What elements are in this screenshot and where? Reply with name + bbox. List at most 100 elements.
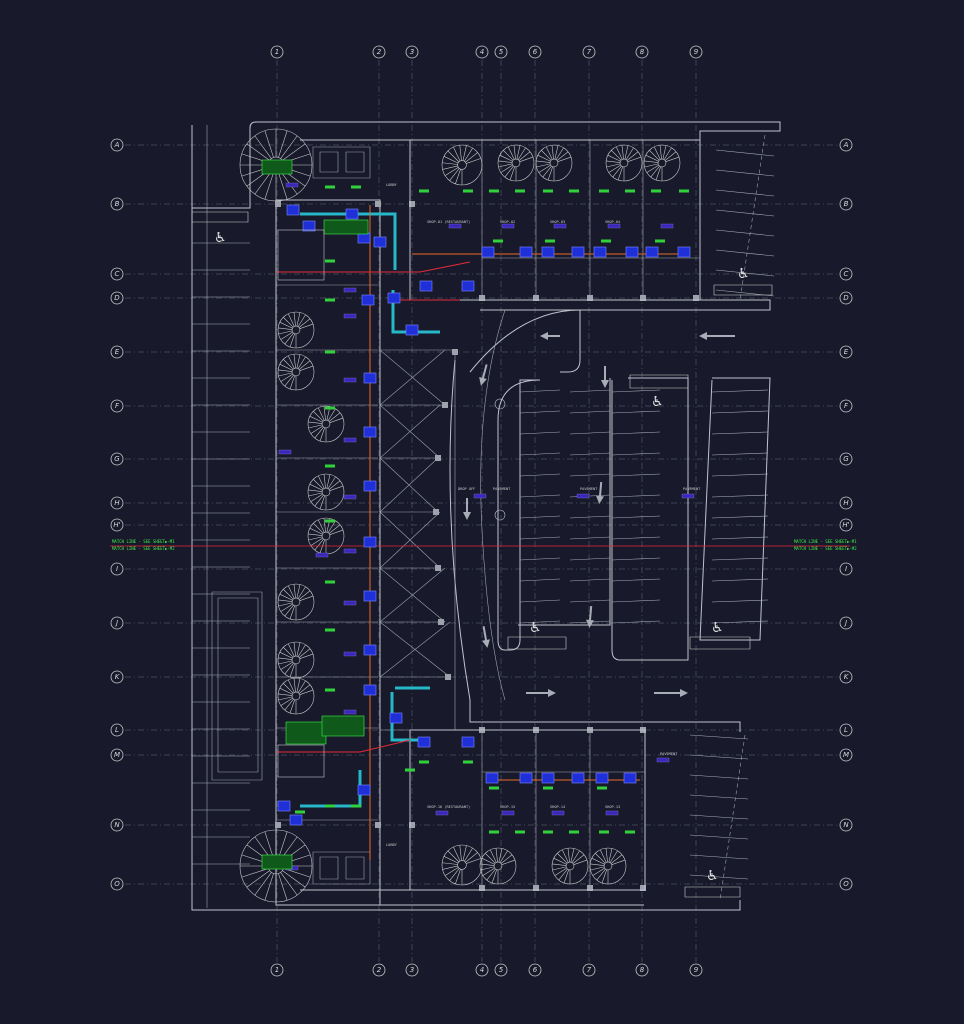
air-diffuser	[493, 239, 503, 243]
grid-label-col: 7	[587, 48, 592, 56]
column-icon	[409, 201, 415, 207]
grid-bubble-row: F	[839, 399, 853, 413]
grid-label-row: G	[843, 455, 849, 463]
grid-bubble-col: 7	[582, 963, 596, 977]
air-diffuser	[489, 786, 499, 790]
air-diffuser	[463, 760, 473, 764]
spiral-stair-icon	[277, 641, 315, 679]
grid-label-row: I	[845, 565, 847, 573]
pavement-label-1: PAVEMENT	[493, 487, 511, 491]
parking-stall-line	[519, 578, 561, 582]
parking-stall-line	[711, 536, 769, 540]
air-diffuser	[543, 786, 553, 790]
air-diffuser	[295, 810, 305, 814]
match-line-label-left-1: MATCH LINE - SEE SHEET▶-M1	[112, 539, 175, 544]
hvac-unit	[405, 324, 419, 336]
air-diffuser	[325, 406, 335, 410]
parking-stall-line	[611, 389, 661, 393]
wheelchair-icon: ♿	[529, 620, 542, 636]
hvac-unit	[357, 232, 371, 244]
equipment-tag	[551, 810, 565, 816]
parking-stalls-right	[689, 134, 775, 901]
grid-bubble-row: C	[110, 267, 124, 281]
column-icon	[275, 822, 281, 828]
equipment-tag	[343, 313, 357, 319]
parking-stall-line	[569, 536, 611, 540]
equipment-tag	[278, 449, 292, 455]
drop-off-label: DROP OFF	[458, 487, 475, 491]
grid-bubble-col: 3	[405, 963, 419, 977]
grid-bubble-row: O	[839, 877, 853, 891]
traffic-arrow-icon	[540, 332, 560, 340]
parking-stall-line	[689, 794, 749, 800]
equipment-tag	[343, 287, 357, 293]
traffic-arrow-icon	[479, 364, 488, 386]
equipment-tag	[501, 810, 515, 816]
air-diffuser	[543, 189, 553, 193]
grid-label-col: 3	[410, 48, 414, 56]
traffic-arrows	[463, 332, 735, 697]
lobby-label-top: LOBBY	[386, 183, 398, 187]
hvac-unit	[363, 684, 377, 696]
parking-stall-line	[715, 289, 775, 297]
grid-label-row: A	[843, 141, 849, 149]
parking-stall-line	[715, 189, 775, 197]
column-icon	[445, 674, 451, 680]
parking-stalls-inner	[519, 389, 769, 624]
parking-stall-line	[689, 834, 749, 840]
equipment-tag	[576, 493, 590, 499]
spiral-stair-icon	[239, 128, 313, 202]
air-diffuser	[489, 830, 499, 834]
grid-label-col: 6	[533, 966, 538, 974]
equipment-tag	[285, 182, 299, 188]
equipment-tag	[553, 223, 567, 229]
parking-stall-line	[569, 599, 611, 603]
hvac-unit	[357, 784, 371, 796]
hvac-unit	[389, 712, 403, 724]
shop-label-13: SHOP-13	[605, 805, 620, 809]
parking-stall-line	[611, 494, 661, 498]
parking-stall-line	[611, 473, 661, 477]
air-diffuser	[325, 580, 335, 584]
hvac-unit	[623, 772, 637, 784]
grid-label-row: E	[844, 348, 849, 356]
hvac-unit	[363, 644, 377, 656]
column-icon	[494, 398, 506, 410]
grid-label-row: L	[115, 726, 119, 734]
parking-stall-line	[715, 269, 775, 277]
parking-stall-line	[519, 473, 561, 477]
grid-label-row: J	[114, 619, 118, 627]
shops-bottom-block	[300, 729, 646, 891]
equipment-tag	[343, 600, 357, 606]
parking-stall-line	[519, 599, 561, 603]
traffic-arrow-icon	[586, 605, 594, 628]
parking-stall-line	[569, 473, 611, 477]
grid-bubble-row: B	[110, 197, 124, 211]
hvac-unit	[519, 246, 533, 258]
equipment-tag	[343, 494, 357, 500]
column-icon	[435, 565, 441, 571]
parking-stall-line	[569, 494, 611, 498]
grid-label-col: 9	[694, 48, 699, 56]
wheelchair-icon: ♿	[706, 868, 719, 884]
hvac-unit	[419, 280, 433, 292]
air-diffuser	[351, 185, 361, 189]
grid-bubble-row: N	[110, 818, 124, 832]
air-diffuser	[325, 185, 335, 189]
parking-stall-line	[711, 431, 769, 435]
match-line: MATCH LINE - SEE SHEET▶-M1 MATCH LINE - …	[110, 539, 857, 551]
parking-stall-line	[711, 494, 769, 498]
air-diffuser	[325, 519, 335, 523]
grid-bubble-row: C	[839, 267, 853, 281]
grid-bubble-col: 9	[689, 45, 703, 59]
hvac-unit	[363, 480, 377, 492]
parking-stall-line	[711, 620, 769, 624]
column-icon	[435, 455, 441, 461]
parking-stalls-left	[192, 242, 250, 865]
parking-stall-line	[519, 452, 561, 456]
grid-label-row: H	[843, 499, 849, 507]
parking-stall-line	[711, 473, 769, 477]
hvac-unit	[571, 772, 585, 784]
grid-bubble-row: A	[839, 138, 853, 152]
hvac-unit	[541, 246, 555, 258]
